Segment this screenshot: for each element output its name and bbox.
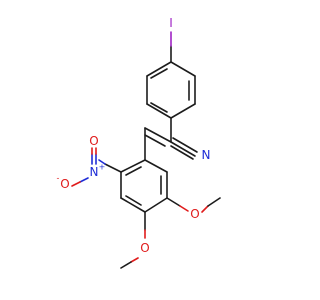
bond: [125, 166, 142, 176]
bond: [170, 141, 196, 157]
nitro-nitrogen-label: N: [90, 165, 99, 179]
bond: [201, 205, 209, 213]
methoxy-oxygen-right-label: O: [190, 207, 199, 221]
molecule-structure: I N N + O O - O O: [57, 16, 221, 269]
bond: [104, 163, 122, 173]
bond: [120, 261, 132, 269]
bond: [172, 137, 198, 153]
bond: [120, 159, 146, 173]
nitro-dimethoxy-phenyl-ring: [120, 159, 168, 213]
nitrile-nitrogen-label: N: [202, 148, 211, 162]
bond: [144, 159, 168, 173]
bond: [71, 181, 81, 187]
iodophenyl-ring: [146, 61, 196, 119]
bond: [207, 197, 221, 207]
bond: [170, 103, 196, 119]
bond: [125, 195, 142, 206]
bond: [79, 177, 89, 183]
bond: [144, 127, 172, 143]
nitro-oxygen-left-label: O: [60, 177, 69, 191]
bond: [150, 102, 168, 113]
methoxy-oxygen-bottom-label: O: [140, 241, 149, 255]
nitro-oxygen-left-charge: -: [57, 174, 60, 183]
bond: [170, 61, 196, 77]
bond: [130, 257, 139, 263]
nitro-oxygen-top-label: O: [89, 134, 98, 148]
bond: [170, 145, 194, 160]
bond: [150, 68, 168, 79]
bond: [146, 61, 172, 77]
bond: [146, 103, 172, 119]
nitro-nitrogen-charge: +: [99, 163, 106, 172]
bond: [179, 205, 189, 212]
bond: [144, 197, 168, 213]
bond: [166, 197, 181, 207]
bond: [144, 134, 166, 147]
bond: [98, 159, 106, 165]
iodine-atom-label: I: [169, 16, 173, 30]
bond: [120, 197, 146, 213]
